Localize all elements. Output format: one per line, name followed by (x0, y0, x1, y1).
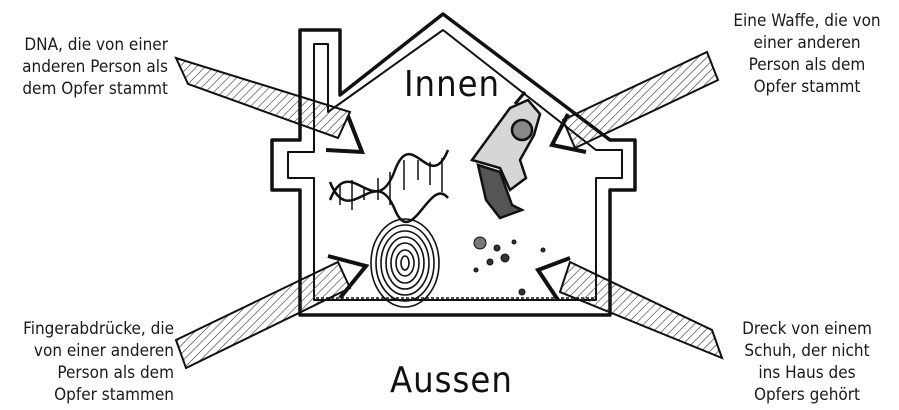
dna-icon (330, 150, 448, 222)
caption-weapon: Eine Waffe, die von einer anderen Person… (722, 10, 892, 98)
fingerprint-icon (371, 219, 439, 307)
gun-icon (472, 92, 540, 218)
inside-label: Innen (404, 64, 500, 105)
caption-dirt: Dreck von einem Schuh, der nicht ins Hau… (722, 318, 892, 406)
dirt-icon (474, 237, 545, 295)
caption-dna: DNA, die von einer anderen Person als de… (8, 34, 168, 100)
outside-label: Aussen (390, 360, 513, 401)
caption-fingerprints: Fingerabdrücke, die von einer anderen Pe… (6, 318, 174, 406)
